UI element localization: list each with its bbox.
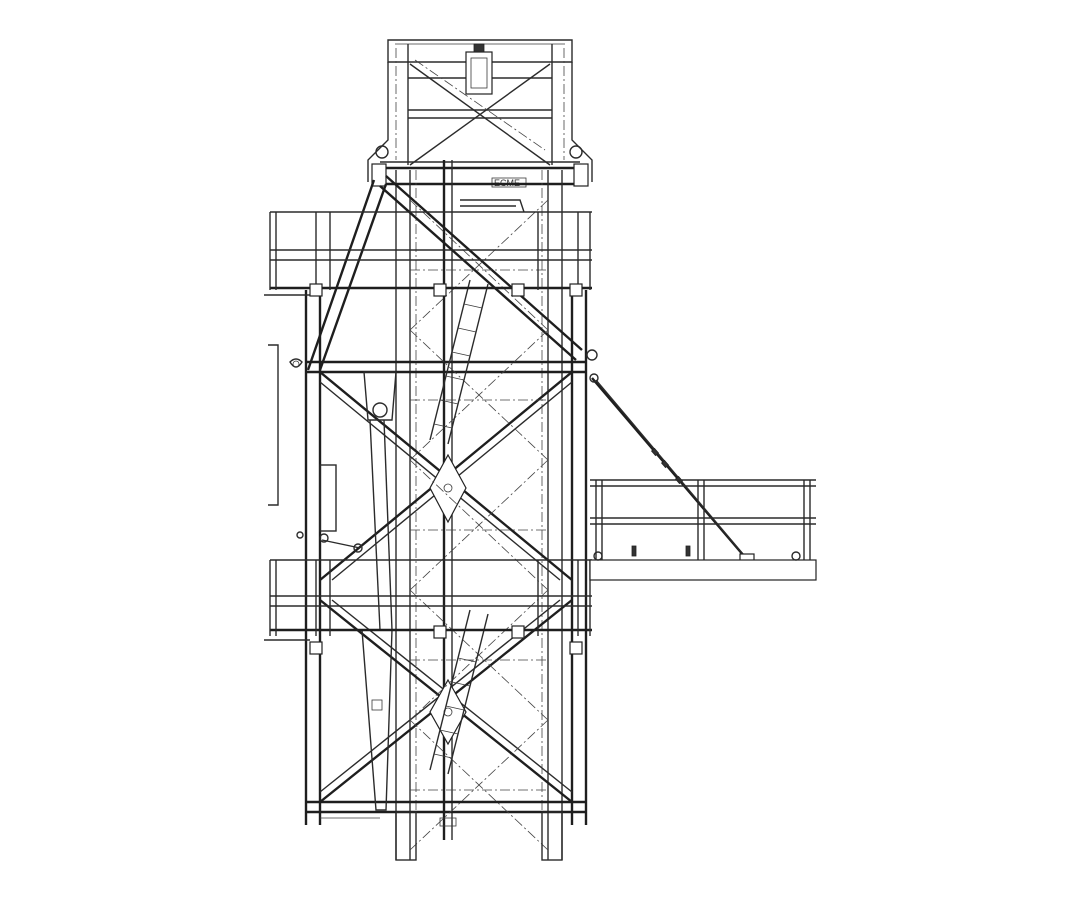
main-frame	[304, 160, 589, 861]
top-mast-section: ECME	[367, 39, 593, 188]
left-side-rail	[268, 344, 303, 506]
hoist-unit	[465, 51, 493, 95]
upper-platform-guardrail	[264, 199, 592, 297]
lifting-lug-left	[375, 145, 389, 159]
cantilever-deck	[589, 559, 817, 581]
right-cantilever-platform	[586, 349, 817, 581]
lower-platform-guardrail	[264, 464, 592, 655]
lifting-lug-right	[569, 145, 583, 159]
hydraulic-cylinder	[361, 629, 393, 811]
